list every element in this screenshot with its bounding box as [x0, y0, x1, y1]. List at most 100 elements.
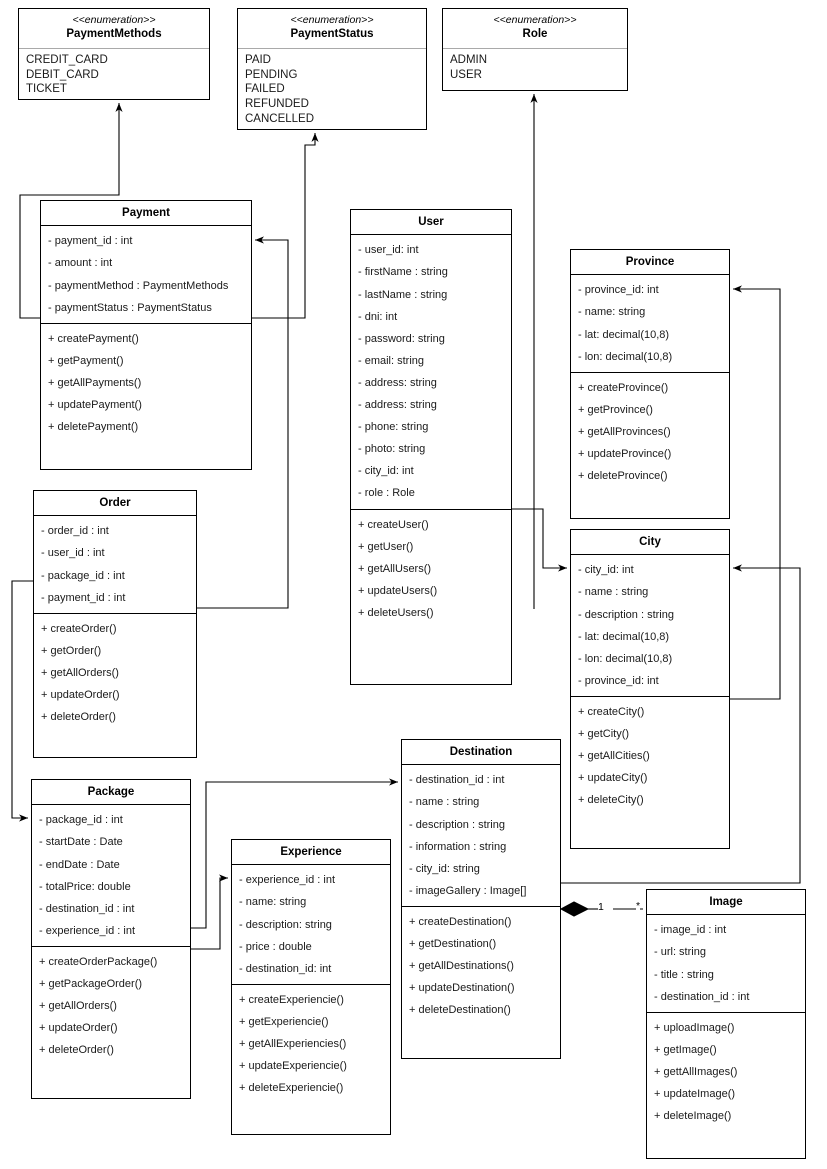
- class-box-experience[interactable]: Experience - experience_id : int - name:…: [231, 839, 391, 1135]
- attributes-section: - city_id: int - name : string - descrip…: [571, 555, 729, 696]
- attribute-row: - information : string: [409, 840, 507, 853]
- methods-section: + createUser() + getUser() + getAllUsers…: [351, 508, 511, 628]
- enum-literal: PENDING: [245, 68, 298, 81]
- enum-literals-section: PAID PENDING FAILED REFUNDED CANCELLED: [238, 49, 426, 130]
- attribute-row: - password: string: [358, 332, 445, 345]
- class-name-label: PaymentStatus: [290, 28, 374, 41]
- edge-payment-paymentstatus: [252, 133, 319, 319]
- edge-user-city: [512, 508, 567, 572]
- methods-section: + createPayment() + getPayment() + getAl…: [41, 322, 251, 442]
- method-row: + deleteOrder(): [39, 1044, 114, 1057]
- method-row: + getAllDestinations(): [409, 960, 514, 973]
- method-row: + deleteCity(): [578, 794, 644, 807]
- class-box-package[interactable]: Package - package_id : int - startDate :…: [31, 779, 191, 1099]
- attribute-row: - lon: decimal(10,8): [578, 652, 673, 665]
- class-box-payment[interactable]: Payment - payment_id : int - amount : in…: [40, 200, 252, 470]
- enum-literal: CANCELLED: [245, 112, 315, 125]
- method-row: + getAllPayments(): [48, 376, 142, 389]
- method-row: + deleteExperiencie(): [239, 1082, 344, 1095]
- method-row: + createCity(): [578, 705, 645, 718]
- method-row: + updateProvince(): [578, 448, 672, 461]
- class-box-destination[interactable]: Destination - destination_id : int - nam…: [401, 739, 561, 1059]
- methods-section: + createOrderPackage() + getPackageOrder…: [32, 945, 190, 1065]
- attribute-row: - firstName : string: [358, 266, 448, 279]
- method-row: + updatePayment(): [48, 399, 142, 412]
- method-row: + createOrderPackage(): [39, 955, 158, 968]
- attributes-section: - user_id: int - firstName : string - la…: [351, 235, 511, 508]
- method-row: + updateImage(): [654, 1088, 736, 1101]
- method-row: + updateUsers(): [358, 584, 438, 597]
- attribute-row: - image_id : int: [654, 924, 727, 937]
- method-row: + gettAllImages(): [654, 1065, 738, 1078]
- attribute-row: - url: string: [654, 946, 706, 959]
- attribute-row: - address: string: [358, 399, 437, 412]
- attribute-row: - address: string: [358, 376, 437, 389]
- method-row: + getAllOrders(): [39, 1000, 117, 1013]
- enum-literal: REFUNDED: [245, 97, 309, 110]
- composition-diamond: [559, 901, 590, 917]
- attribute-row: - user_id : int: [41, 547, 105, 560]
- stereotype-label: <<enumeration>>: [72, 14, 156, 26]
- attributes-section: - package_id : int - startDate : Date - …: [32, 805, 190, 946]
- attribute-row: - lat: decimal(10,8): [578, 630, 670, 643]
- attributes-section: - experience_id : int - name: string - d…: [232, 865, 390, 983]
- class-box-paymentmethods[interactable]: <<enumeration>> PaymentMethods CREDIT_CA…: [18, 8, 210, 100]
- method-row: + uploadImage(): [654, 1021, 735, 1034]
- enum-literal: ADMIN: [450, 54, 488, 66]
- attribute-row: - description : string: [578, 608, 674, 621]
- method-row: + getPayment(): [48, 354, 124, 367]
- methods-section: + createExperiencie() + getExperiencie()…: [232, 983, 390, 1103]
- class-box-order[interactable]: Order - order_id : int - user_id : int -…: [33, 490, 197, 758]
- method-row: + getExperiencie(): [239, 1015, 329, 1028]
- attribute-row: - name: string: [578, 306, 646, 319]
- edge-package-experience: [191, 874, 228, 950]
- attribute-row: - paymentMethod : PaymentMethods: [48, 279, 229, 292]
- method-row: + getAllCities(): [578, 750, 650, 763]
- class-box-role[interactable]: <<enumeration>> Role ADMIN USER: [442, 8, 628, 91]
- attributes-section: - order_id : int - user_id : int - packa…: [34, 516, 196, 612]
- attribute-row: - name : string: [578, 586, 649, 599]
- attribute-row: - description : string: [409, 818, 505, 831]
- enum-literal: FAILED: [245, 83, 285, 96]
- class-name-label: Role: [522, 28, 548, 41]
- class-box-city[interactable]: City - city_id: int - name : string - de…: [570, 529, 730, 849]
- attribute-row: - package_id : int: [41, 569, 125, 582]
- attribute-row: - email: string: [358, 354, 425, 367]
- attribute-row: - role : Role: [358, 487, 415, 500]
- attributes-section: - province_id: int - name: string - lat:…: [571, 275, 729, 371]
- class-box-paymentstatus[interactable]: <<enumeration>> PaymentStatus PAID PENDI…: [237, 8, 427, 130]
- attribute-row: - lon: decimal(10,8): [578, 350, 673, 363]
- method-row: + createExperiencie(): [239, 993, 344, 1006]
- stereotype-label: <<enumeration>>: [493, 14, 577, 26]
- method-row: + getCity(): [578, 728, 630, 741]
- enum-literal: CREDIT_CARD: [26, 54, 108, 66]
- method-row: + getProvince(): [578, 403, 653, 416]
- attribute-row: - name : string: [409, 796, 480, 809]
- enum-literal: DEBIT_CARD: [26, 68, 99, 81]
- attribute-row: - description: string: [239, 918, 332, 931]
- class-box-province[interactable]: Province - province_id: int - name: stri…: [570, 249, 730, 519]
- method-row: + getDestination(): [409, 938, 497, 951]
- enum-literal: TICKET: [26, 83, 67, 96]
- method-row: + deleteImage(): [654, 1110, 732, 1123]
- method-row: + createProvince(): [578, 381, 669, 394]
- method-row: + updateOrder(): [41, 689, 120, 702]
- attribute-row: - title : string: [654, 968, 714, 981]
- enum-literals-section: CREDIT_CARD DEBIT_CARD TICKET: [19, 49, 209, 101]
- attribute-row: - startDate : Date: [39, 836, 123, 849]
- attribute-row: - province_id: int: [578, 284, 659, 297]
- attribute-row: - name: string: [239, 896, 307, 909]
- enum-literal: PAID: [245, 54, 271, 66]
- edge-order-package: [11, 580, 33, 822]
- attribute-row: - amount : int: [48, 257, 113, 270]
- attribute-row: - destination_id : int: [409, 774, 505, 787]
- stereotype-label: <<enumeration>>: [290, 14, 374, 26]
- method-row: + deletePayment(): [48, 421, 139, 434]
- class-header-payment: Payment: [41, 201, 251, 227]
- class-header-destination: Destination: [402, 740, 560, 766]
- class-box-user[interactable]: User - user_id: int - firstName : string…: [350, 209, 512, 685]
- multiplicity-target-star: *: [636, 900, 641, 912]
- class-box-image[interactable]: Image - image_id : int - url: string - t…: [646, 889, 806, 1159]
- attribute-row: - totalPrice: double: [39, 880, 131, 893]
- method-row: + createDestination(): [409, 915, 512, 928]
